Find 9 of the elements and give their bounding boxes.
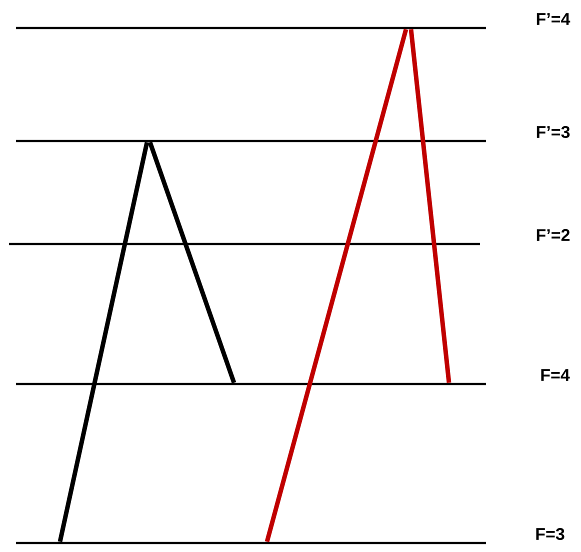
level-label: F=4: [541, 369, 570, 381]
level-label: F’=4: [536, 13, 570, 25]
transition-line: [58, 142, 150, 542]
level-label: F’=3: [536, 126, 570, 138]
transition-line: [264, 28, 408, 542]
level-label: F=3: [536, 528, 564, 540]
transition-line: [408, 29, 452, 383]
level-label: F’=2: [536, 229, 570, 241]
transition-line: [148, 142, 236, 384]
